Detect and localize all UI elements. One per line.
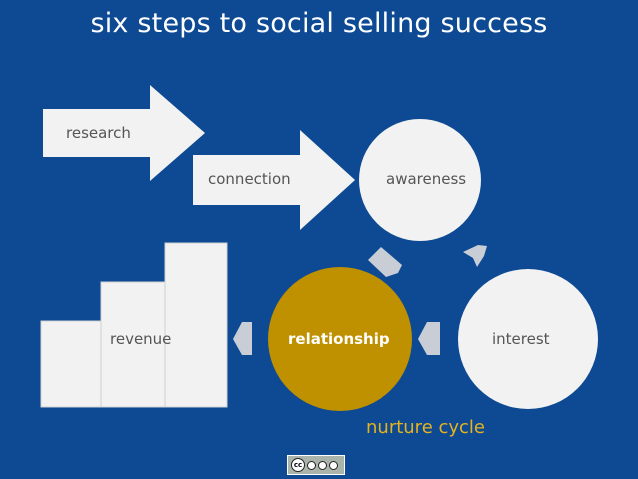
cycle-arrow-relationship-to-awareness (368, 247, 402, 277)
attribution-icon (307, 460, 316, 470)
license-badge[interactable]: cc (287, 455, 345, 475)
awareness-circle (359, 119, 481, 241)
research-arrow (43, 85, 205, 181)
cycle-arrow-relationship-to-revenue (233, 322, 252, 355)
revenue-staircase (40, 242, 228, 408)
license-text: cc (293, 461, 303, 469)
slide-title: six steps to social selling success (90, 8, 548, 39)
creative-commons-icon: cc (291, 458, 305, 472)
cycle-arrow-awareness-to-interest (463, 245, 487, 267)
relationship-label: relationship (288, 330, 390, 348)
awareness-label: awareness (386, 170, 467, 188)
interest-label: interest (492, 330, 550, 348)
connection-arrow (193, 130, 355, 230)
nurture-cycle-label: nurture cycle (366, 417, 486, 438)
cycle-arrow-interest-to-relationship (418, 322, 440, 355)
share-alike-icon (329, 460, 338, 470)
noncommercial-icon (318, 460, 327, 470)
research-label: research (66, 124, 131, 142)
relationship-circle (268, 267, 412, 411)
revenue-label: revenue (110, 330, 172, 348)
connection-label: connection (208, 170, 291, 188)
interest-circle (458, 269, 598, 409)
